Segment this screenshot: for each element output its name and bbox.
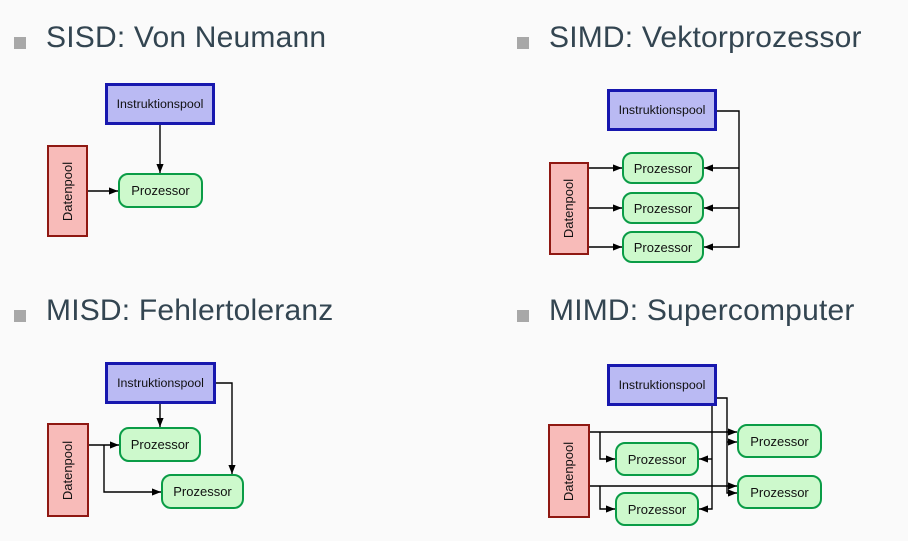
instruktionspool-label: Instruktionspool: [116, 97, 204, 111]
mimd-arrow-data-to-prozessor-mid-2: [599, 486, 615, 513]
misd-arrow-data-to-prozessor-2: [103, 445, 161, 496]
prozessor-label: Prozessor: [173, 484, 232, 499]
bullet-icon: [517, 310, 529, 322]
misd-prozessor-box-1: Prozessor: [119, 427, 201, 462]
simd-prozessor-box-1: Prozessor: [622, 152, 704, 184]
instruktionspool-label: Instruktionspool: [618, 378, 706, 392]
simd-arrow-instruction-to-prozessor-3: [704, 110, 740, 251]
sisd-instruktionspool-box: Instruktionspool: [105, 83, 215, 125]
simd-prozessor-box-3: Prozessor: [622, 231, 704, 263]
mimd-arrow-data-to-prozessor-mid-1: [599, 432, 615, 463]
mimd-prozessor-box-mid-2: Prozessor: [615, 492, 699, 526]
misd-datenpool-box: Datenpool: [47, 423, 89, 517]
mimd-arrow-instruction-to-prozessor-mid-2: [699, 406, 713, 513]
heading-mimd-label: MIMD: Supercomputer: [549, 294, 855, 327]
prozessor-label: Prozessor: [750, 433, 809, 449]
misd-prozessor-box-2: Prozessor: [161, 474, 244, 509]
datenpool-label: Datenpool: [60, 440, 76, 500]
heading-misd-label: MISD: Fehlertoleranz: [46, 294, 334, 327]
datenpool-label: Datenpool: [60, 161, 75, 221]
instruktionspool-label: Instruktionspool: [618, 103, 706, 117]
bullet-icon: [517, 37, 529, 49]
prozessor-label: Prozessor: [131, 183, 190, 198]
prozessor-label: Prozessor: [627, 451, 687, 467]
mimd-prozessor-box-mid-1: Prozessor: [615, 442, 699, 476]
prozessor-label: Prozessor: [633, 160, 693, 176]
mimd-diagram-edges: [590, 397, 737, 513]
misd-instruktionspool-box: Instruktionspool: [105, 362, 216, 404]
prozessor-label: Prozessor: [130, 437, 190, 452]
mimd-prozessor-box-right-2: Prozessor: [737, 475, 822, 509]
prozessor-label: Prozessor: [627, 501, 687, 517]
prozessor-label: Prozessor: [633, 239, 693, 255]
bullet-icon: [14, 37, 26, 49]
misd-diagram-edges: [89, 382, 236, 496]
heading-sisd: SISD: Von Neumann: [14, 21, 326, 55]
heading-misd: MISD: Fehlertoleranz: [14, 294, 333, 328]
simd-diagram-edges: [589, 110, 740, 251]
misd-arrow-instruction-to-prozessor-2: [216, 382, 236, 474]
bullet-icon: [14, 310, 26, 322]
simd-datenpool-box: Datenpool: [549, 162, 589, 255]
sisd-datenpool-box: Datenpool: [47, 145, 88, 237]
sisd-prozessor-box: Prozessor: [118, 173, 203, 208]
prozessor-label: Prozessor: [633, 200, 693, 216]
prozessor-label: Prozessor: [750, 484, 809, 500]
sisd-diagram-edges: [88, 125, 164, 195]
heading-simd: SIMD: Vektorprozessor: [517, 21, 862, 55]
instruktionspool-label: Instruktionspool: [117, 376, 204, 390]
mimd-instruktionspool-box: Instruktionspool: [607, 364, 717, 406]
datenpool-label: Datenpool: [561, 178, 577, 239]
datenpool-label: Datenpool: [561, 441, 577, 501]
mimd-datenpool-box: Datenpool: [548, 424, 590, 518]
heading-simd-label: SIMD: Vektorprozessor: [549, 21, 862, 54]
simd-instruktionspool-box: Instruktionspool: [607, 89, 717, 131]
heading-mimd: MIMD: Supercomputer: [517, 294, 855, 328]
mimd-arrow-instruction-to-prozessor-right-2: [717, 397, 737, 497]
simd-prozessor-box-2: Prozessor: [622, 192, 704, 224]
mimd-prozessor-box-right-1: Prozessor: [737, 424, 822, 458]
heading-sisd-label: SISD: Von Neumann: [46, 21, 327, 54]
